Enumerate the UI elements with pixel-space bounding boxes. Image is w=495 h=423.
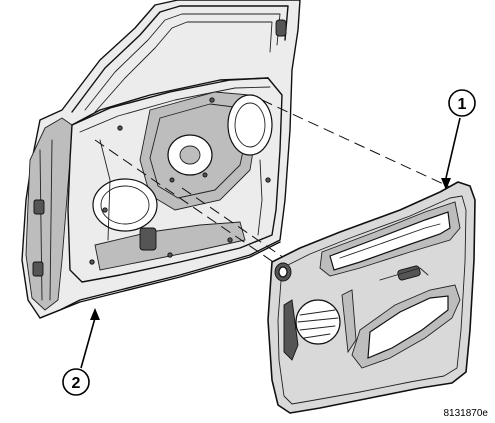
callout-1: 1 — [441, 89, 476, 190]
belt-rail-inner — [79, 86, 271, 133]
callout-1-label: 1 — [458, 96, 467, 113]
access-hole-upper-ring — [234, 102, 266, 148]
callout-1-leader — [445, 117, 461, 179]
trim-panel-border — [277, 195, 467, 405]
callout-2-leader — [80, 317, 96, 369]
pull-cup-edge — [339, 223, 441, 259]
callout-2-label: 2 — [72, 375, 81, 392]
inner-brace — [99, 139, 111, 241]
alignment-lines — [94, 99, 453, 271]
clip-hole — [265, 177, 271, 183]
clip-hole — [102, 207, 108, 213]
alignment-line-upper — [261, 99, 453, 189]
hinge-lower — [32, 261, 44, 277]
clip-hole — [117, 125, 123, 131]
clip-hole — [227, 237, 233, 243]
pillar-edge-2 — [49, 139, 53, 301]
window-frame-inner — [84, 13, 281, 111]
mirror-mount — [275, 19, 287, 37]
door-trim-panel — [267, 181, 476, 414]
regulator-cavity-inner — [149, 103, 249, 199]
clip-hole — [89, 259, 95, 265]
callout-2-arrowhead — [90, 308, 100, 320]
pull-cup-opening — [329, 211, 451, 271]
clip-hole — [209, 97, 215, 103]
map-pocket-opening — [367, 295, 449, 359]
fastener — [169, 177, 175, 183]
window-channel — [94, 21, 273, 113]
handle-bezel — [379, 267, 429, 281]
speaker-grille — [295, 299, 341, 345]
callout-2-circle — [62, 368, 90, 396]
regulator-hub — [179, 145, 201, 165]
trim-accent-mid — [341, 289, 357, 354]
alignment-line-mid — [181, 187, 291, 263]
window-frame — [71, 5, 289, 113]
figure-code: 8131870e — [444, 408, 489, 419]
door-inner-frame — [21, 0, 301, 319]
speaker-opening-ring — [100, 185, 150, 225]
speaker-grille-slots — [297, 309, 339, 339]
callout-1-circle — [448, 89, 476, 117]
callout-1-arrowhead — [441, 178, 451, 190]
fastener — [202, 172, 208, 178]
locating-pin-hole — [278, 266, 288, 278]
belt-rail — [71, 77, 269, 126]
rear-channel — [257, 159, 263, 236]
clip-hole — [167, 252, 173, 258]
hinge-upper — [33, 199, 45, 215]
lower-access-pocket — [94, 221, 246, 271]
alignment-line-lower — [94, 139, 286, 271]
callout-2: 2 — [62, 308, 100, 396]
speaker-opening — [92, 178, 158, 232]
latch-mechanism — [139, 227, 157, 251]
door-bottom-edge — [39, 241, 281, 319]
trim-accent-left — [283, 299, 299, 361]
